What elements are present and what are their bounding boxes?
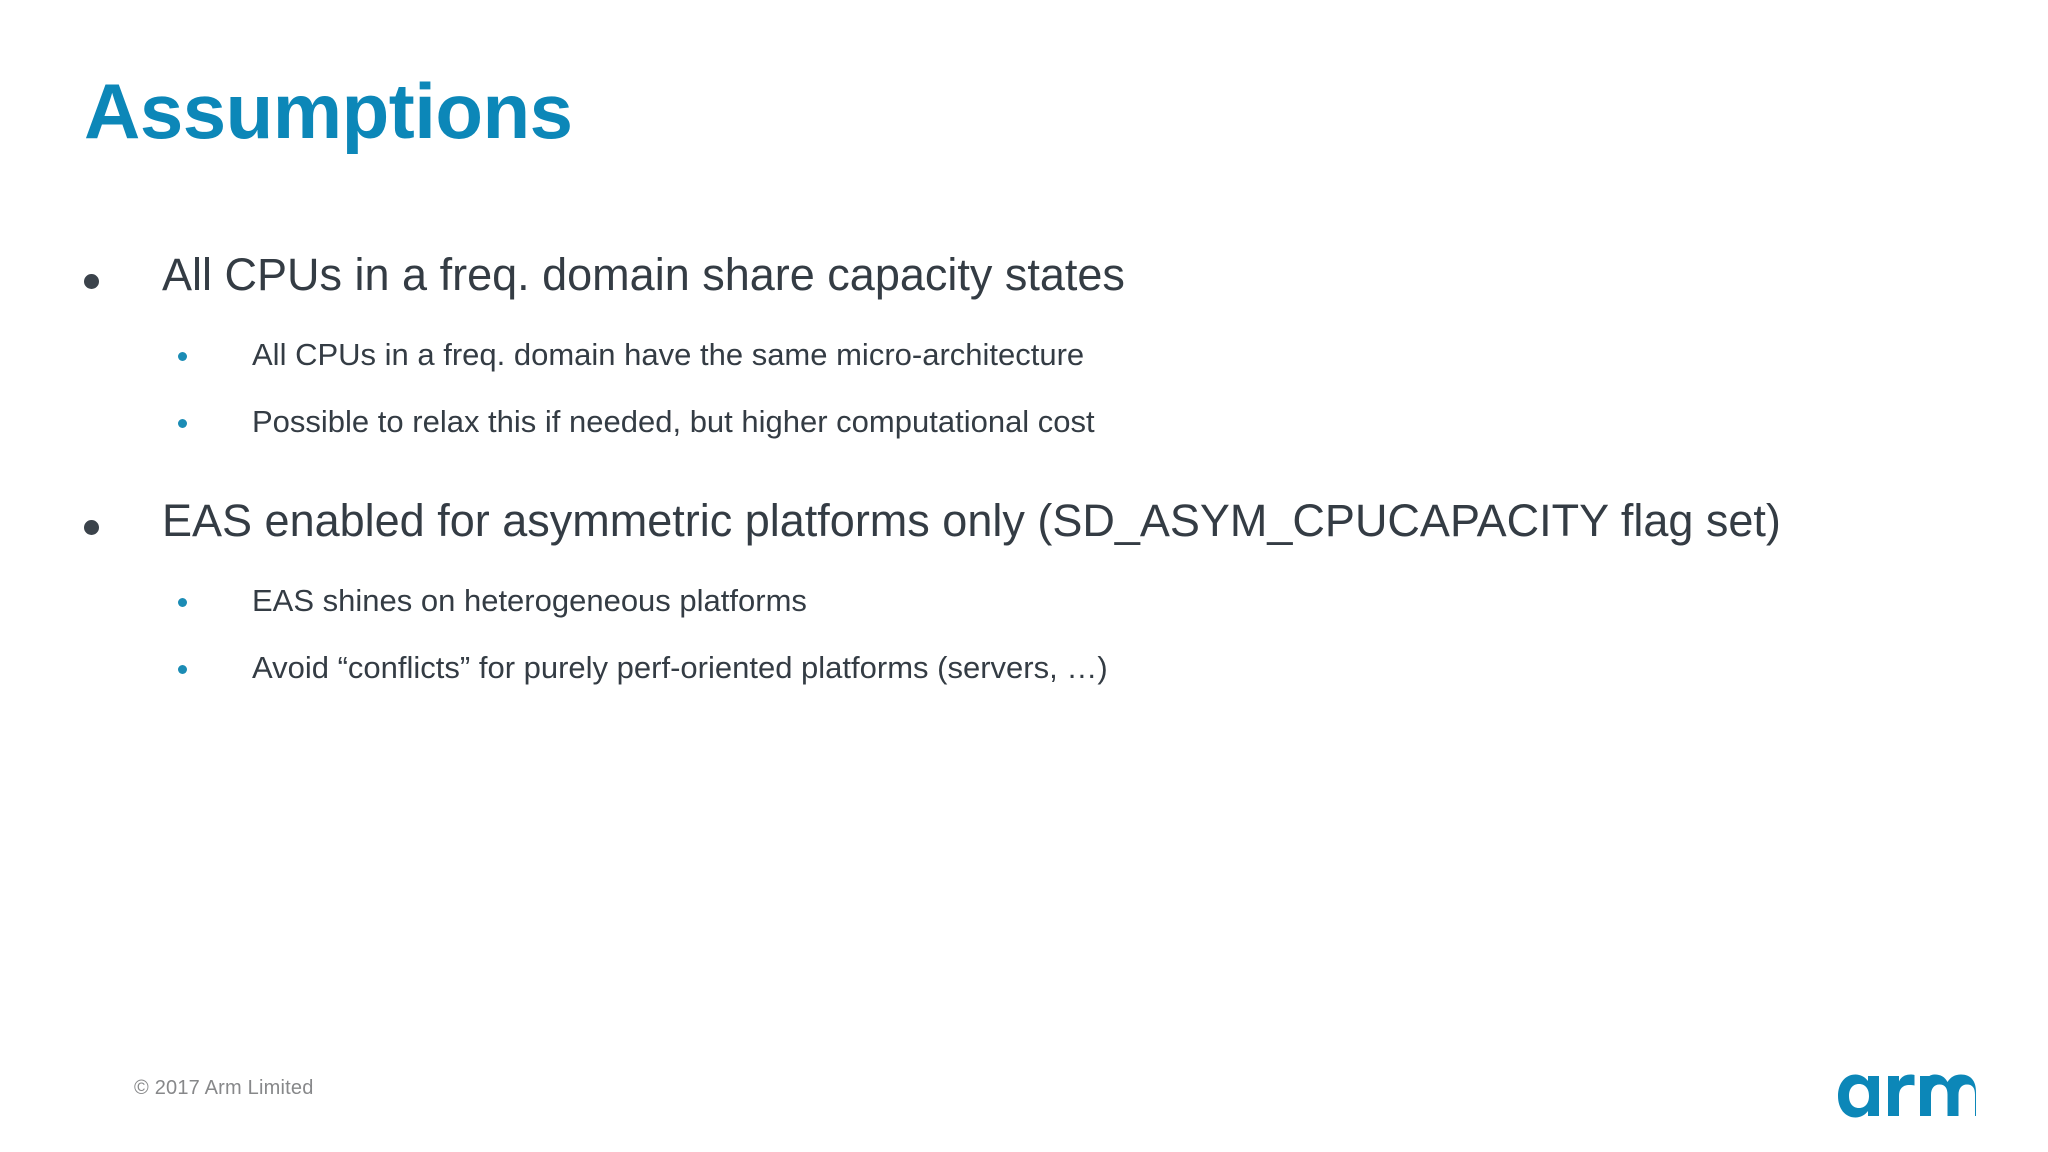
bullet-marker-icon xyxy=(84,274,99,289)
bullet-text: EAS enabled for asymmetric platforms onl… xyxy=(162,495,1781,546)
list-item: Possible to relax this if needed, but hi… xyxy=(0,399,2048,466)
bullet-text: All CPUs in a freq. domain have the same… xyxy=(252,337,1085,372)
bullet-text: All CPUs in a freq. domain share capacit… xyxy=(162,249,1125,300)
sub-bullet-marker-icon xyxy=(178,352,187,361)
sub-bullet-marker-icon xyxy=(178,419,187,428)
arm-logo xyxy=(1836,1052,1976,1122)
list-item: All CPUs in a freq. domain have the same… xyxy=(0,332,2048,399)
sub-bullet-marker-icon xyxy=(178,665,187,674)
list-item: EAS shines on heterogeneous platforms xyxy=(0,578,2048,645)
bullet-text: Avoid “conflicts” for purely perf-orient… xyxy=(252,650,1108,685)
list-spacer xyxy=(0,466,2048,490)
bullet-list: All CPUs in a freq. domain share capacit… xyxy=(0,244,2048,712)
bullet-text: Possible to relax this if needed, but hi… xyxy=(252,404,1095,439)
sub-bullet-marker-icon xyxy=(178,598,187,607)
list-item: EAS enabled for asymmetric platforms onl… xyxy=(0,490,2048,578)
bullet-text: EAS shines on heterogeneous platforms xyxy=(252,583,807,618)
list-item: Avoid “conflicts” for purely perf-orient… xyxy=(0,645,2048,712)
list-item: All CPUs in a freq. domain share capacit… xyxy=(0,244,2048,332)
page-title: Assumptions xyxy=(84,67,573,155)
bullet-marker-icon xyxy=(84,520,99,535)
copyright-notice: © 2017 Arm Limited xyxy=(134,1077,314,1099)
